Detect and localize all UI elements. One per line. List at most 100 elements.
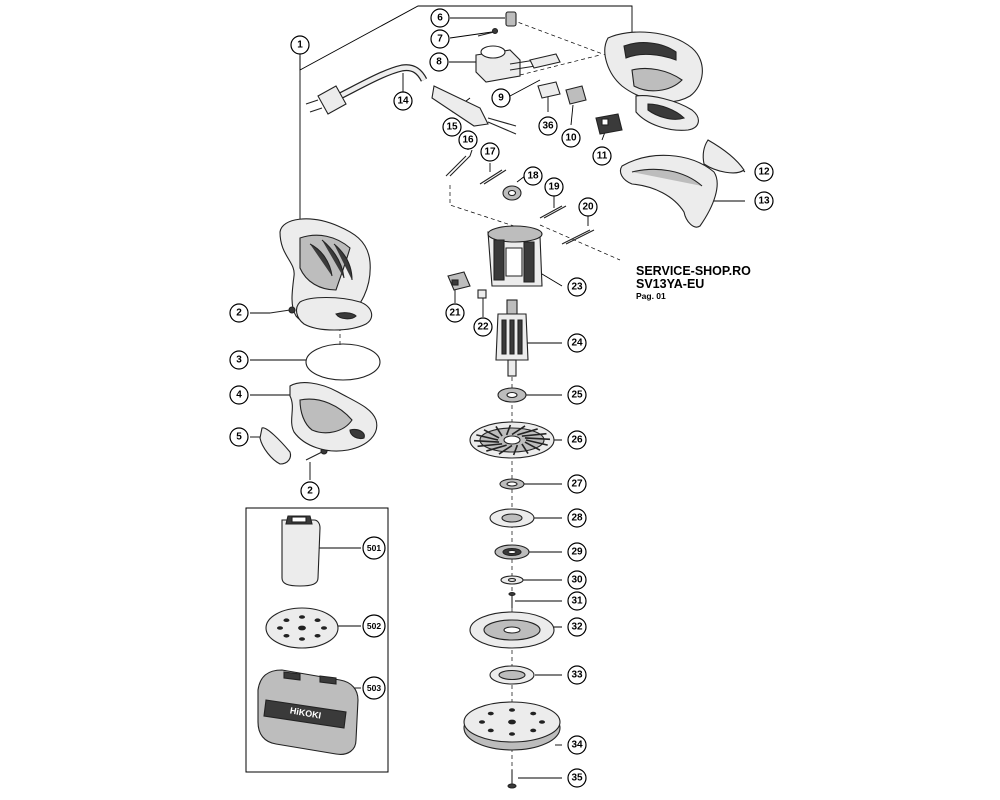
- callout-2a: 2: [229, 303, 249, 323]
- svg-text:19: 19: [548, 182, 560, 193]
- callout-34: 34: [567, 735, 587, 755]
- svg-text:16: 16: [462, 135, 474, 146]
- svg-text:25: 25: [571, 390, 583, 401]
- fan-blade: [505, 424, 512, 436]
- callout-1: 1: [290, 35, 310, 55]
- svg-text:31: 31: [571, 596, 583, 607]
- dust-hole: [530, 728, 537, 733]
- svg-text:34: 34: [571, 740, 583, 751]
- power-cord: [305, 64, 428, 115]
- callout-28: 28: [567, 508, 587, 528]
- pad-base: [469, 611, 555, 649]
- dust-guard: [619, 154, 718, 228]
- washer-27: [499, 478, 525, 490]
- dust-hole: [539, 720, 545, 724]
- rear-cover: [604, 31, 703, 131]
- dust-hole: [487, 728, 494, 733]
- screw-31: [508, 591, 516, 608]
- fan-blade: [476, 434, 499, 441]
- seal-33: [489, 665, 535, 685]
- callout-30: 30: [567, 570, 587, 590]
- callout-21: 21: [445, 303, 465, 323]
- lower-housing: [289, 382, 378, 452]
- svg-text:22: 22: [477, 322, 489, 333]
- dust-hole: [321, 626, 327, 630]
- fan-blade: [521, 432, 547, 437]
- svg-text:2: 2: [236, 308, 242, 319]
- bearing-25: [497, 387, 527, 403]
- dust-hole: [314, 633, 321, 638]
- svg-text:5: 5: [236, 432, 242, 443]
- svg-text:26: 26: [571, 435, 583, 446]
- fan-blade: [512, 444, 519, 456]
- callout-16: 16: [458, 130, 478, 150]
- svg-text:4: 4: [236, 390, 242, 401]
- fan-blade: [524, 441, 541, 451]
- fan-blade: [486, 444, 507, 452]
- dust-hole: [509, 708, 515, 712]
- callout-501: 501: [362, 536, 386, 560]
- dust-hole: [314, 618, 321, 623]
- sanding-pad: [463, 701, 561, 751]
- svg-text:29: 29: [571, 547, 583, 558]
- internal-wire-19: [539, 205, 567, 219]
- callout-2b: 2: [300, 481, 320, 501]
- svg-text:15: 15: [446, 122, 458, 133]
- connector-36: [537, 81, 561, 99]
- center-hole: [508, 719, 516, 725]
- callout-15: 15: [442, 117, 462, 137]
- fan: [469, 421, 555, 459]
- fan-blade: [495, 425, 503, 437]
- callout-13: 13: [754, 191, 774, 211]
- shop-name: SERVICE-SHOP.RO: [636, 264, 751, 278]
- dust-hole: [479, 720, 485, 724]
- callout-24: 24: [567, 333, 587, 353]
- svg-text:13: 13: [758, 196, 770, 207]
- callout-29: 29: [567, 542, 587, 562]
- connector-10: [565, 85, 587, 105]
- brush-holder: [447, 271, 471, 291]
- screw-2a: [269, 306, 296, 314]
- fan-blades: [473, 424, 551, 456]
- dust-hole: [509, 732, 515, 736]
- callout-25: 25: [567, 385, 587, 405]
- center-hole: [298, 625, 306, 631]
- svg-text:18: 18: [527, 171, 539, 182]
- svg-text:17: 17: [484, 147, 496, 158]
- bearing-18: [502, 185, 522, 201]
- svg-text:501: 501: [367, 543, 381, 553]
- dust-hole: [299, 637, 305, 641]
- fan-blade: [498, 444, 513, 455]
- svg-text:24: 24: [571, 338, 583, 349]
- callout-23: 23: [567, 277, 587, 297]
- screw-7: [477, 27, 499, 37]
- model-number: SV13YA-EU: [636, 277, 705, 292]
- fan-blade: [517, 428, 538, 436]
- callout-14: 14: [393, 91, 413, 111]
- dust-hole: [299, 615, 305, 619]
- callout-18: 18: [523, 166, 543, 186]
- fan-blade: [477, 443, 503, 448]
- svg-text:1: 1: [297, 40, 303, 51]
- dust-bag: [281, 515, 321, 587]
- dust-hole: [283, 633, 290, 638]
- svg-text:28: 28: [571, 513, 583, 524]
- callout-7: 7: [430, 29, 450, 49]
- fan-blade: [511, 425, 526, 436]
- svg-text:14: 14: [397, 96, 409, 107]
- bearing-housing: [489, 508, 535, 528]
- washer-30: [500, 575, 524, 585]
- svg-text:3: 3: [236, 355, 242, 366]
- sanding-paper: [265, 607, 339, 649]
- switch: [595, 113, 623, 135]
- page-number: Pag. 01: [636, 291, 666, 302]
- callout-6: 6: [430, 8, 450, 28]
- armature: [495, 299, 529, 377]
- dust-hole: [487, 711, 494, 716]
- dust-hole: [277, 626, 283, 630]
- callout-20: 20: [578, 197, 598, 217]
- stator: [487, 225, 543, 287]
- callout-502: 502: [362, 614, 386, 638]
- callout-22: 22: [473, 317, 493, 337]
